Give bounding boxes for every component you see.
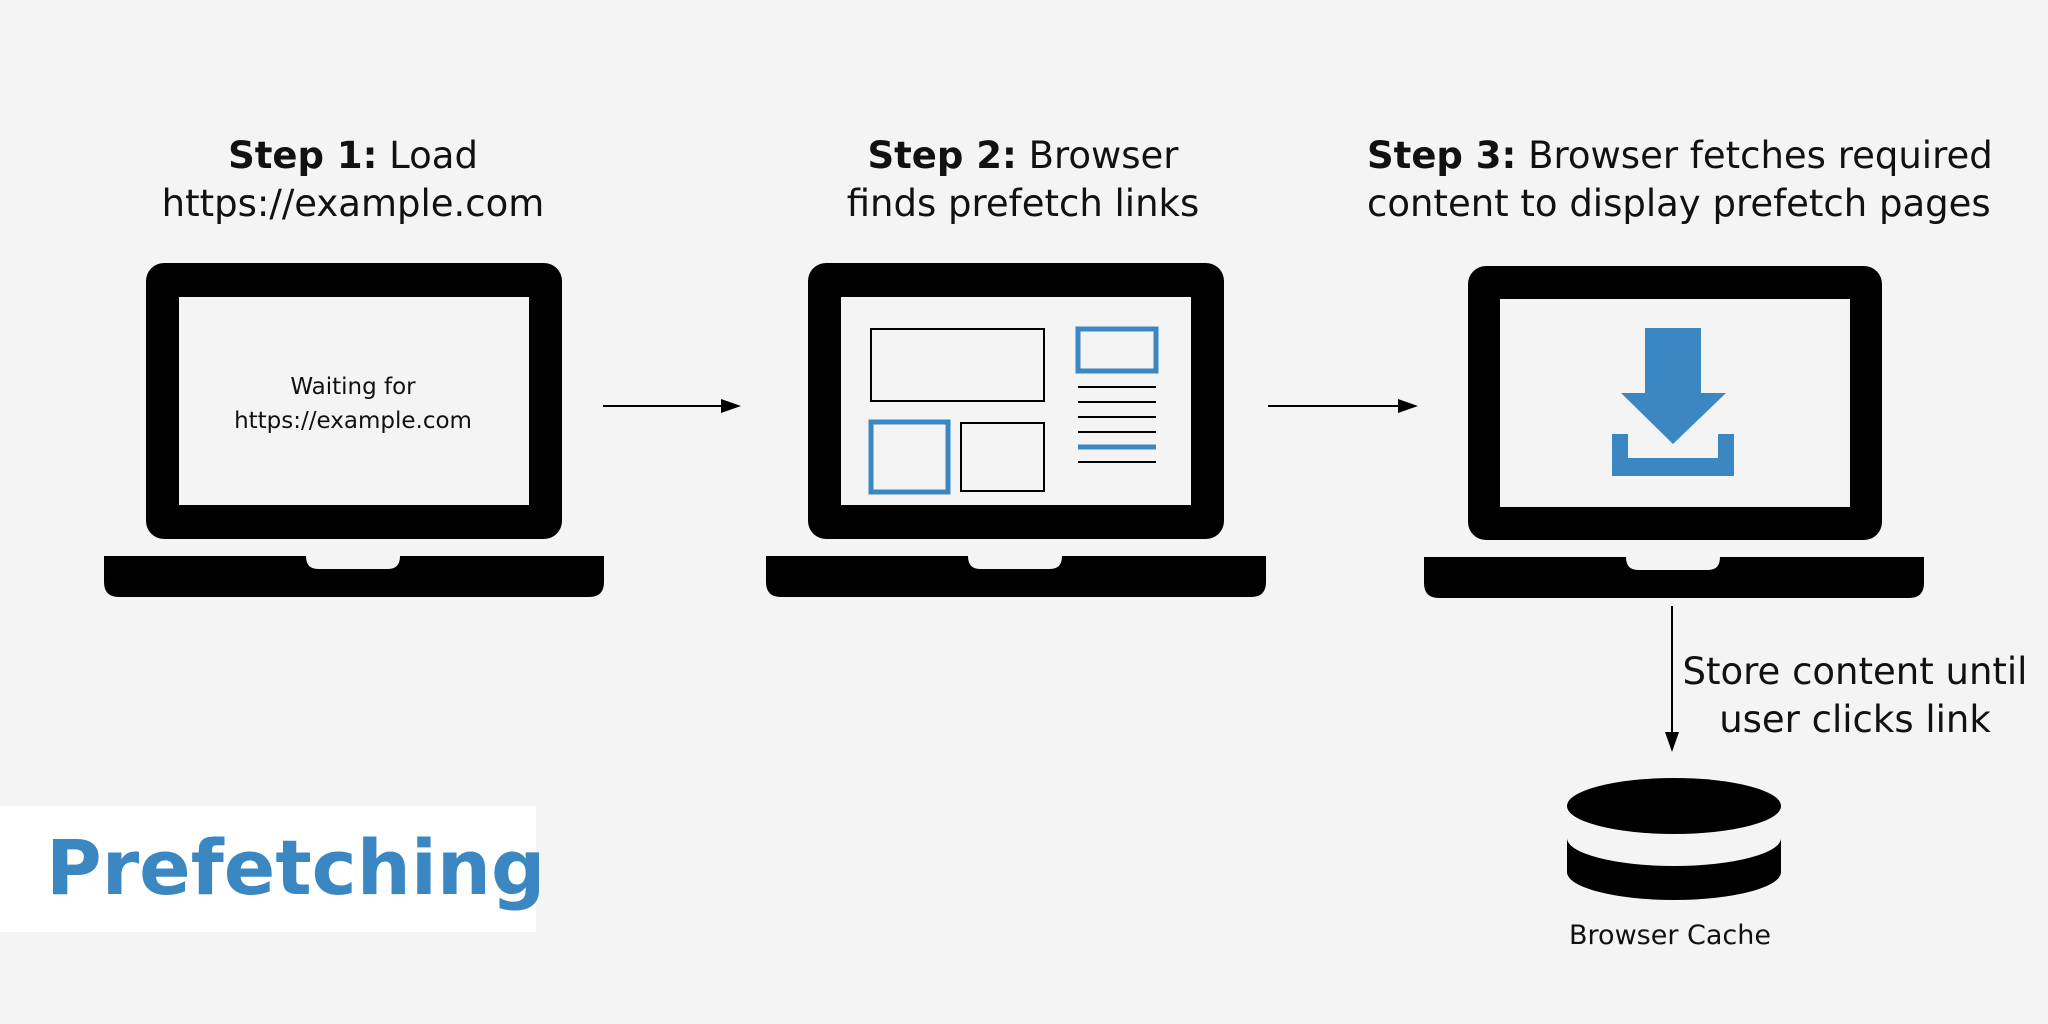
page-title: Prefetching — [46, 823, 546, 912]
download-icon — [1612, 328, 1734, 476]
step-text: Load — [389, 134, 478, 177]
step-label: Step 1: — [228, 134, 378, 177]
note-line: Store content until — [1682, 650, 2028, 693]
step-text: Browser fetches required — [1528, 134, 1993, 177]
store-content-note: Store content until user clicks link — [1665, 648, 2045, 744]
browser-cache-label: Browser Cache — [1569, 920, 1771, 951]
step-text: https://example.com — [161, 182, 545, 225]
step-label: Step 3: — [1367, 134, 1517, 177]
note-line: user clicks link — [1719, 698, 1991, 741]
title-panel: Prefetching — [0, 806, 545, 932]
step-2-caption: Step 2: Browser finds prefetch links — [823, 132, 1223, 228]
database-icon — [1567, 778, 1781, 900]
step-text: content to display prefetch pages — [1367, 182, 1991, 225]
laptop-1-screen-text: Waiting for https://example.com — [183, 370, 523, 438]
laptop-icon — [766, 263, 1266, 597]
arrow-right-icon — [1268, 399, 1418, 413]
step-text: Browser — [1028, 134, 1179, 177]
laptop-icon — [104, 263, 604, 597]
arrow-right-icon — [603, 399, 741, 413]
arrow-down-icon — [1665, 606, 1679, 752]
step-label: Step 2: — [867, 134, 1017, 177]
screen-line: https://example.com — [234, 408, 472, 434]
page-layout-wireframe — [868, 326, 1159, 495]
step-3-caption: Step 3: Browser fetches required content… — [1367, 132, 1993, 228]
step-text: finds prefetch links — [846, 182, 1200, 225]
screen-line: Waiting for — [290, 374, 416, 400]
step-1-caption: Step 1: Load https://example.com — [153, 132, 553, 228]
